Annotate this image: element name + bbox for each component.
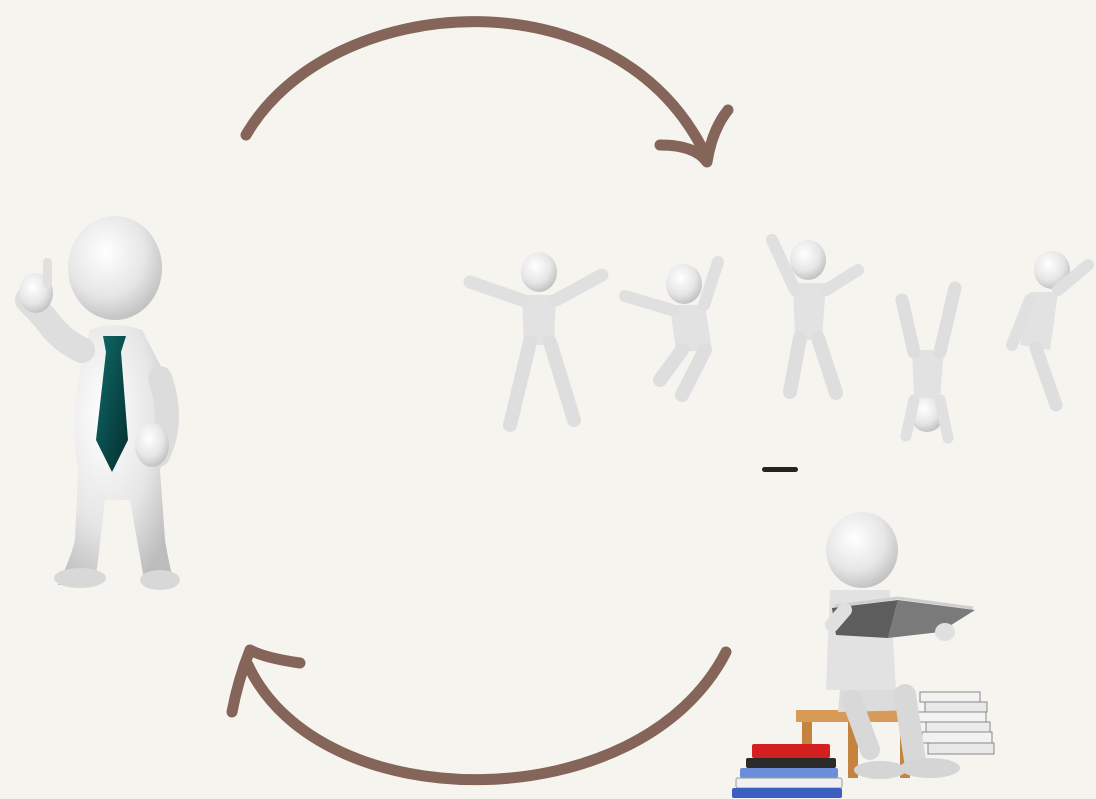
book-stack-right	[918, 692, 994, 754]
bottom-cycle-arrow	[232, 650, 726, 780]
jumping-person-1	[470, 252, 602, 425]
person-reading-books-icon	[732, 512, 994, 798]
jumping-person-4	[902, 288, 955, 438]
businessman-thumbs-up-icon	[19, 216, 180, 590]
jumping-people-icon	[470, 240, 1088, 472]
jumping-person-3	[772, 240, 858, 393]
book-stack-left	[732, 744, 842, 798]
jumping-person-5	[1012, 251, 1088, 405]
jumping-person-2	[625, 262, 718, 395]
shadow-mark	[762, 467, 798, 472]
top-cycle-arrow	[246, 22, 728, 162]
